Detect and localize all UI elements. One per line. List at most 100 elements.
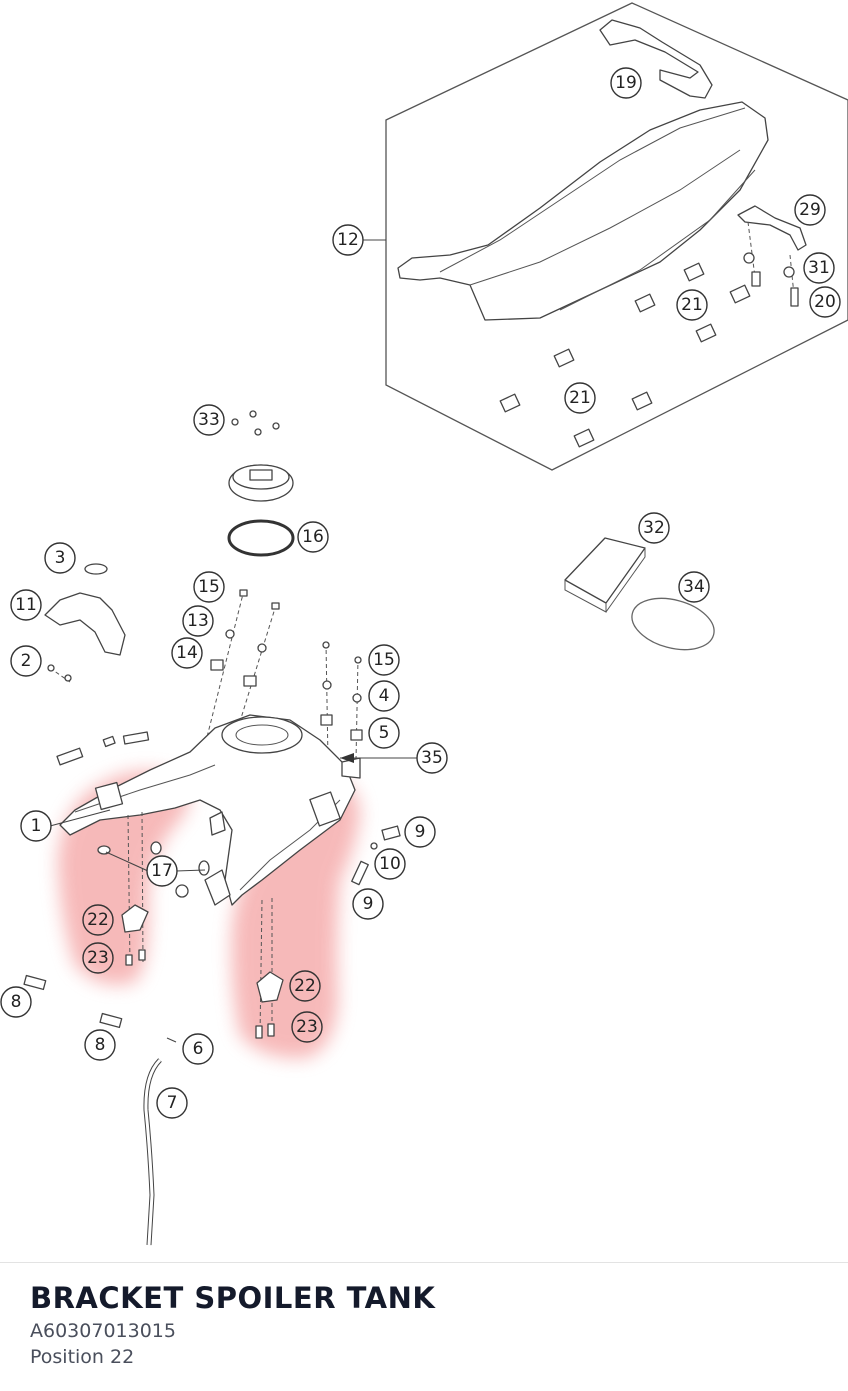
callout-15[interactable]: 15 [193, 571, 225, 603]
callout-14[interactable]: 14 [171, 637, 203, 669]
callout-12[interactable]: 12 [332, 224, 364, 256]
callout-5[interactable]: 5 [368, 717, 400, 749]
callout-circle [610, 67, 642, 99]
callout-circle [368, 717, 400, 749]
callout-4[interactable]: 4 [368, 680, 400, 712]
callout-label: 21 [681, 295, 703, 315]
part-32[interactable] [564, 537, 646, 604]
callout-19[interactable]: 19 [610, 67, 642, 99]
callout-20[interactable]: 20 [809, 286, 841, 318]
callout-circle [82, 904, 114, 936]
callout-circle [182, 605, 214, 637]
callout-label: 15 [198, 577, 220, 597]
callout-circle [404, 816, 436, 848]
callout-label: 4 [379, 686, 390, 706]
callout-circle [291, 1011, 323, 1043]
callout-35[interactable]: 35 [416, 742, 448, 774]
callout-label: 19 [615, 73, 637, 93]
part-info-panel: BRACKET SPOILER TANK A60307013015 Positi… [0, 1262, 848, 1391]
right-parts [564, 537, 720, 658]
cover-11[interactable] [44, 592, 126, 656]
callout-label: 10 [379, 854, 401, 874]
callout-31[interactable]: 31 [803, 252, 835, 284]
left-small-parts [44, 563, 363, 771]
callout-23[interactable]: 23 [291, 1011, 323, 1043]
callout-9[interactable]: 9 [352, 888, 384, 920]
callout-circle [794, 194, 826, 226]
callout-label: 23 [87, 948, 109, 968]
callout-label: 23 [296, 1017, 318, 1037]
bracket-spoiler-22-left[interactable] [121, 904, 149, 933]
callout-circle [678, 571, 710, 603]
callout-circle [297, 521, 329, 553]
callout-circle [564, 382, 596, 414]
callout-circle [146, 855, 178, 887]
callout-circle [332, 224, 364, 256]
callout-label: 16 [302, 527, 324, 547]
callout-circle [156, 1087, 188, 1119]
callout-8[interactable]: 8 [84, 1029, 116, 1061]
callout-21[interactable]: 21 [676, 289, 708, 321]
callout-1[interactable]: 1 [20, 810, 52, 842]
callout-label: 12 [337, 230, 359, 250]
callout-11[interactable]: 11 [10, 589, 42, 621]
callout-8[interactable]: 8 [0, 986, 32, 1018]
callout-10[interactable]: 10 [374, 848, 406, 880]
part-position: Position 22 [30, 1346, 135, 1368]
callout-label: 5 [379, 723, 390, 743]
callout-circle [676, 289, 708, 321]
callout-16[interactable]: 16 [297, 521, 329, 553]
callout-circle [368, 680, 400, 712]
callout-label: 3 [55, 548, 66, 568]
callout-label: 14 [176, 643, 198, 663]
callout-label: 22 [87, 910, 109, 930]
fuel-cap-seal-16[interactable] [227, 519, 295, 557]
callout-9[interactable]: 9 [404, 816, 436, 848]
callout-15[interactable]: 15 [368, 644, 400, 676]
seat-group-outline [385, 2, 848, 471]
callout-label: 35 [421, 748, 443, 768]
fuel-cap-group [227, 410, 295, 557]
callout-circle [374, 848, 406, 880]
part-34[interactable] [626, 590, 720, 658]
callout-33[interactable]: 33 [193, 404, 225, 436]
callout-34[interactable]: 34 [678, 571, 710, 603]
callout-circle [0, 986, 32, 1018]
callout-circle [803, 252, 835, 284]
part-number: A60307013015 [30, 1320, 176, 1342]
callout-22[interactable]: 22 [289, 970, 321, 1002]
callout-circle [416, 742, 448, 774]
callout-label: 29 [799, 200, 821, 220]
callout-3[interactable]: 3 [44, 542, 76, 574]
callout-label: 8 [95, 1035, 106, 1055]
fuel-tank-1[interactable] [59, 714, 356, 906]
callout-17[interactable]: 17 [146, 855, 178, 887]
leader-lines [49, 239, 418, 872]
callout-23[interactable]: 23 [82, 942, 114, 974]
callout-circle [809, 286, 841, 318]
callout-32[interactable]: 32 [638, 512, 670, 544]
callout-22[interactable]: 22 [82, 904, 114, 936]
callout-label: 11 [15, 595, 37, 615]
callout-label: 17 [151, 861, 173, 881]
part-title: BRACKET SPOILER TANK [30, 1281, 436, 1315]
callout-circle [44, 542, 76, 574]
callout-2[interactable]: 2 [10, 645, 42, 677]
callout-label: 7 [167, 1093, 178, 1113]
callout-6[interactable]: 6 [182, 1033, 214, 1065]
tank-misc-parts [23, 731, 401, 1246]
callout-label: 8 [11, 992, 22, 1012]
callout-29[interactable]: 29 [794, 194, 826, 226]
bracket-spoiler-22-right[interactable] [256, 971, 284, 1003]
callout-label: 13 [187, 611, 209, 631]
callout-21[interactable]: 21 [564, 382, 596, 414]
callout-label: 32 [643, 518, 665, 538]
exploded-parts-diagram: 1912293120212133163233411151314215453519… [0, 2, 848, 1246]
callout-7[interactable]: 7 [156, 1087, 188, 1119]
callout-circle [193, 404, 225, 436]
callout-label: 15 [373, 650, 395, 670]
callout-13[interactable]: 13 [182, 605, 214, 637]
callout-circle [10, 645, 42, 677]
seat-12[interactable] [397, 101, 769, 321]
